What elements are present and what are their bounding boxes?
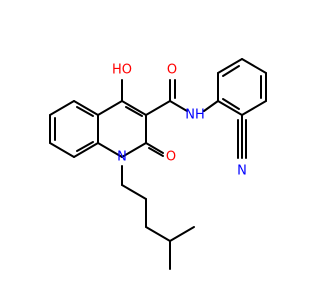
bond [73,100,99,116]
bond [148,147,164,157]
bond [222,98,240,110]
bond [145,226,171,242]
bond [73,142,99,158]
bond [203,100,219,112]
bond [121,142,147,158]
bond [241,58,267,74]
bond [76,141,94,152]
bond [97,142,123,158]
bond [145,142,164,154]
bond [222,65,240,77]
bond [49,142,75,158]
bond [76,106,94,117]
bond [217,58,243,74]
molecule-structure: HO O NH N N O [49,58,267,270]
hydroxyl-label: HO [112,63,132,78]
nitrile-nitrogen-label: N [237,164,247,179]
amide-nh-label: NH [185,108,205,123]
molecule-figure: HO O NH N N O [49,58,267,270]
bond [217,100,243,116]
bond [241,100,267,116]
bond [121,184,147,200]
ketone-oxygen-label: O [166,150,176,165]
bond-layer [49,58,267,270]
bond [169,100,188,112]
bond [125,106,143,117]
bond [145,100,171,116]
amide-oxygen-label: O [167,63,177,78]
ring-nitrogen-label: N [117,150,127,165]
bond [169,226,195,242]
bond [49,100,75,116]
atom-label-layer: HO O NH N N O [112,63,247,179]
bond [97,100,123,116]
bond [121,100,147,116]
